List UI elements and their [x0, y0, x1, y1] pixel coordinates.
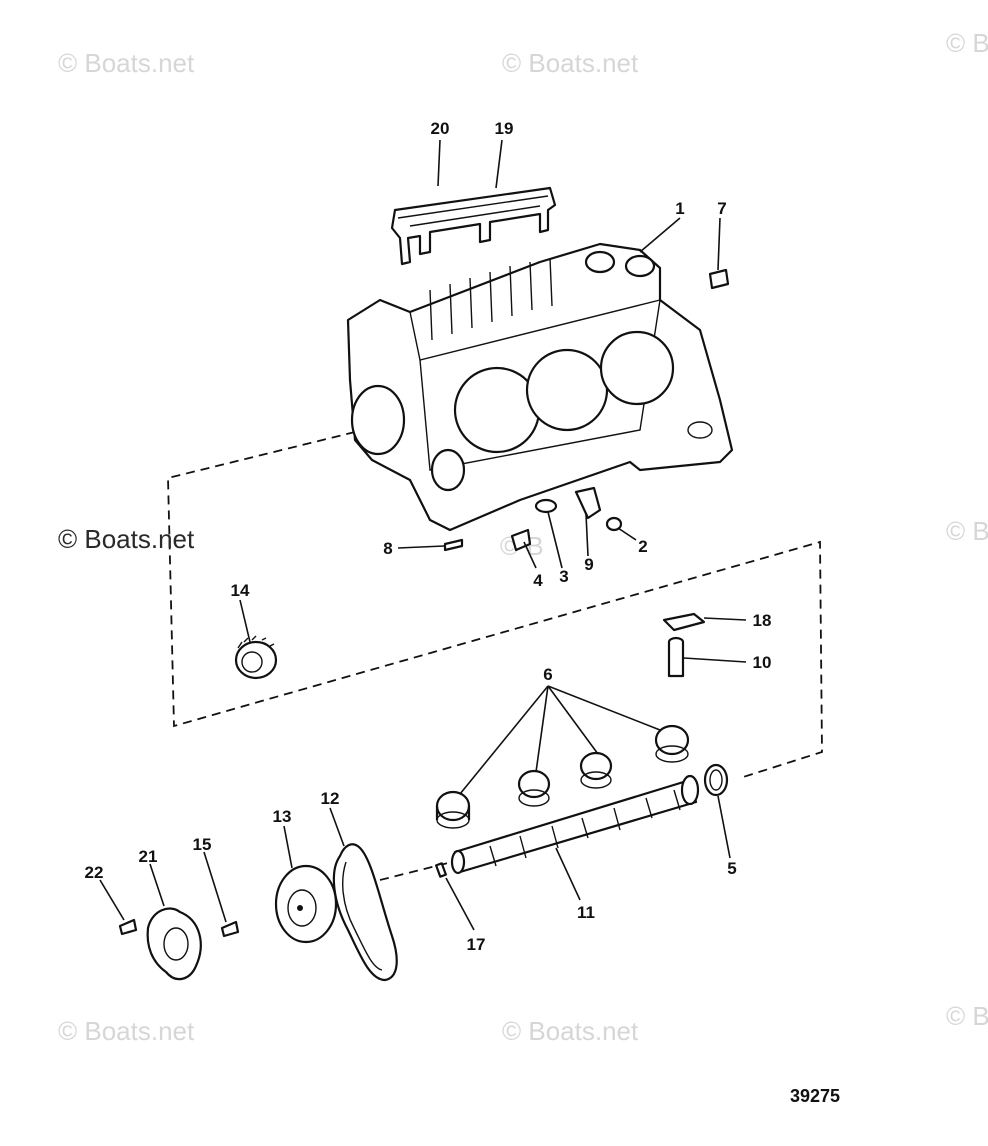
callout-22: 22	[85, 863, 104, 882]
leader-lines	[99, 139, 747, 931]
callout-6: 6	[543, 665, 552, 684]
callout-20: 20	[431, 119, 450, 138]
callout-3: 3	[559, 567, 568, 586]
watermark: © Boats.net	[502, 1016, 639, 1046]
callout-18: 18	[753, 611, 772, 630]
small-fittings	[443, 486, 623, 552]
callout-9: 9	[584, 555, 593, 574]
callout-17: 17	[467, 935, 486, 954]
callout-13: 13	[273, 807, 292, 826]
thrust-plate	[146, 907, 202, 981]
watermark: © Boats.net	[58, 48, 195, 78]
callout-19: 19	[495, 119, 514, 138]
callout-12: 12	[321, 789, 340, 808]
watermark: © Boats.net	[58, 1016, 195, 1046]
plate-screw	[118, 918, 138, 936]
engine-block	[346, 242, 734, 532]
watermark: © Boats.net	[502, 48, 639, 78]
watermark: © B	[946, 28, 988, 58]
callout-15: 15	[193, 835, 212, 854]
callout-8: 8	[383, 539, 392, 558]
watermark-layer: © Boats.net © Boats.net © B © B © Boats.…	[58, 28, 988, 1046]
crankshaft-gear	[234, 635, 278, 680]
figure-number: 39275	[790, 1086, 840, 1106]
cam-bearings	[435, 724, 690, 829]
callout-5: 5	[727, 859, 736, 878]
callout-labels: 20 19 1 7 8 4 3 9 2 14 18 10 6 5 12 13 1…	[85, 119, 772, 954]
callout-11: 11	[577, 903, 595, 922]
callout-7: 7	[717, 199, 726, 218]
camshaft-key	[435, 862, 447, 878]
sprocket-bolt	[220, 920, 240, 938]
callout-4: 4	[533, 571, 543, 590]
callout-10: 10	[753, 653, 772, 672]
watermark: © B	[946, 1001, 988, 1031]
bearing-rail-part	[390, 186, 557, 266]
camshaft	[450, 774, 700, 875]
lifter-parts	[662, 612, 706, 678]
watermark: © Boats.net	[946, 516, 988, 546]
timing-chain	[332, 843, 398, 982]
callout-14: 14	[231, 581, 250, 600]
cam-sprocket	[274, 864, 338, 944]
callout-1: 1	[675, 199, 684, 218]
plug-part	[708, 268, 730, 290]
watermark: © Boats.net	[58, 524, 195, 554]
callout-2: 2	[638, 537, 647, 556]
cam-seal-ring	[703, 763, 729, 797]
callout-21: 21	[139, 847, 158, 866]
